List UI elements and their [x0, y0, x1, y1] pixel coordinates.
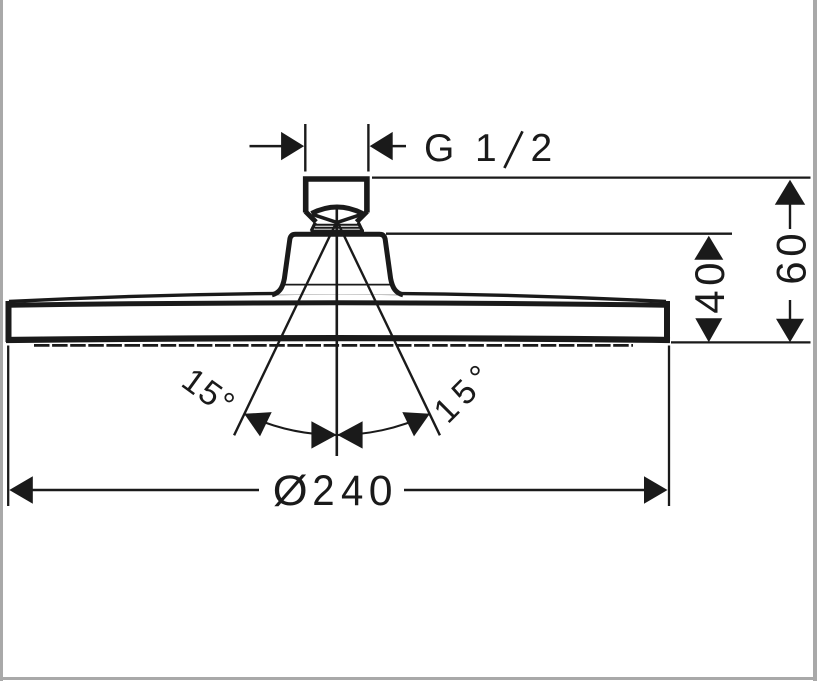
svg-text:4: 4	[341, 467, 363, 514]
svg-text:0: 0	[369, 468, 393, 515]
svg-text:2: 2	[312, 467, 334, 514]
svg-text:1: 1	[475, 127, 497, 170]
svg-text:2: 2	[531, 127, 553, 170]
svg-text:60: 60	[768, 229, 815, 285]
svg-text:40: 40	[686, 258, 733, 314]
svg-text:15°: 15°	[426, 353, 503, 430]
svg-text:G: G	[424, 127, 454, 170]
svg-text:Ø: Ø	[273, 468, 308, 515]
svg-text:15°: 15°	[175, 361, 243, 425]
